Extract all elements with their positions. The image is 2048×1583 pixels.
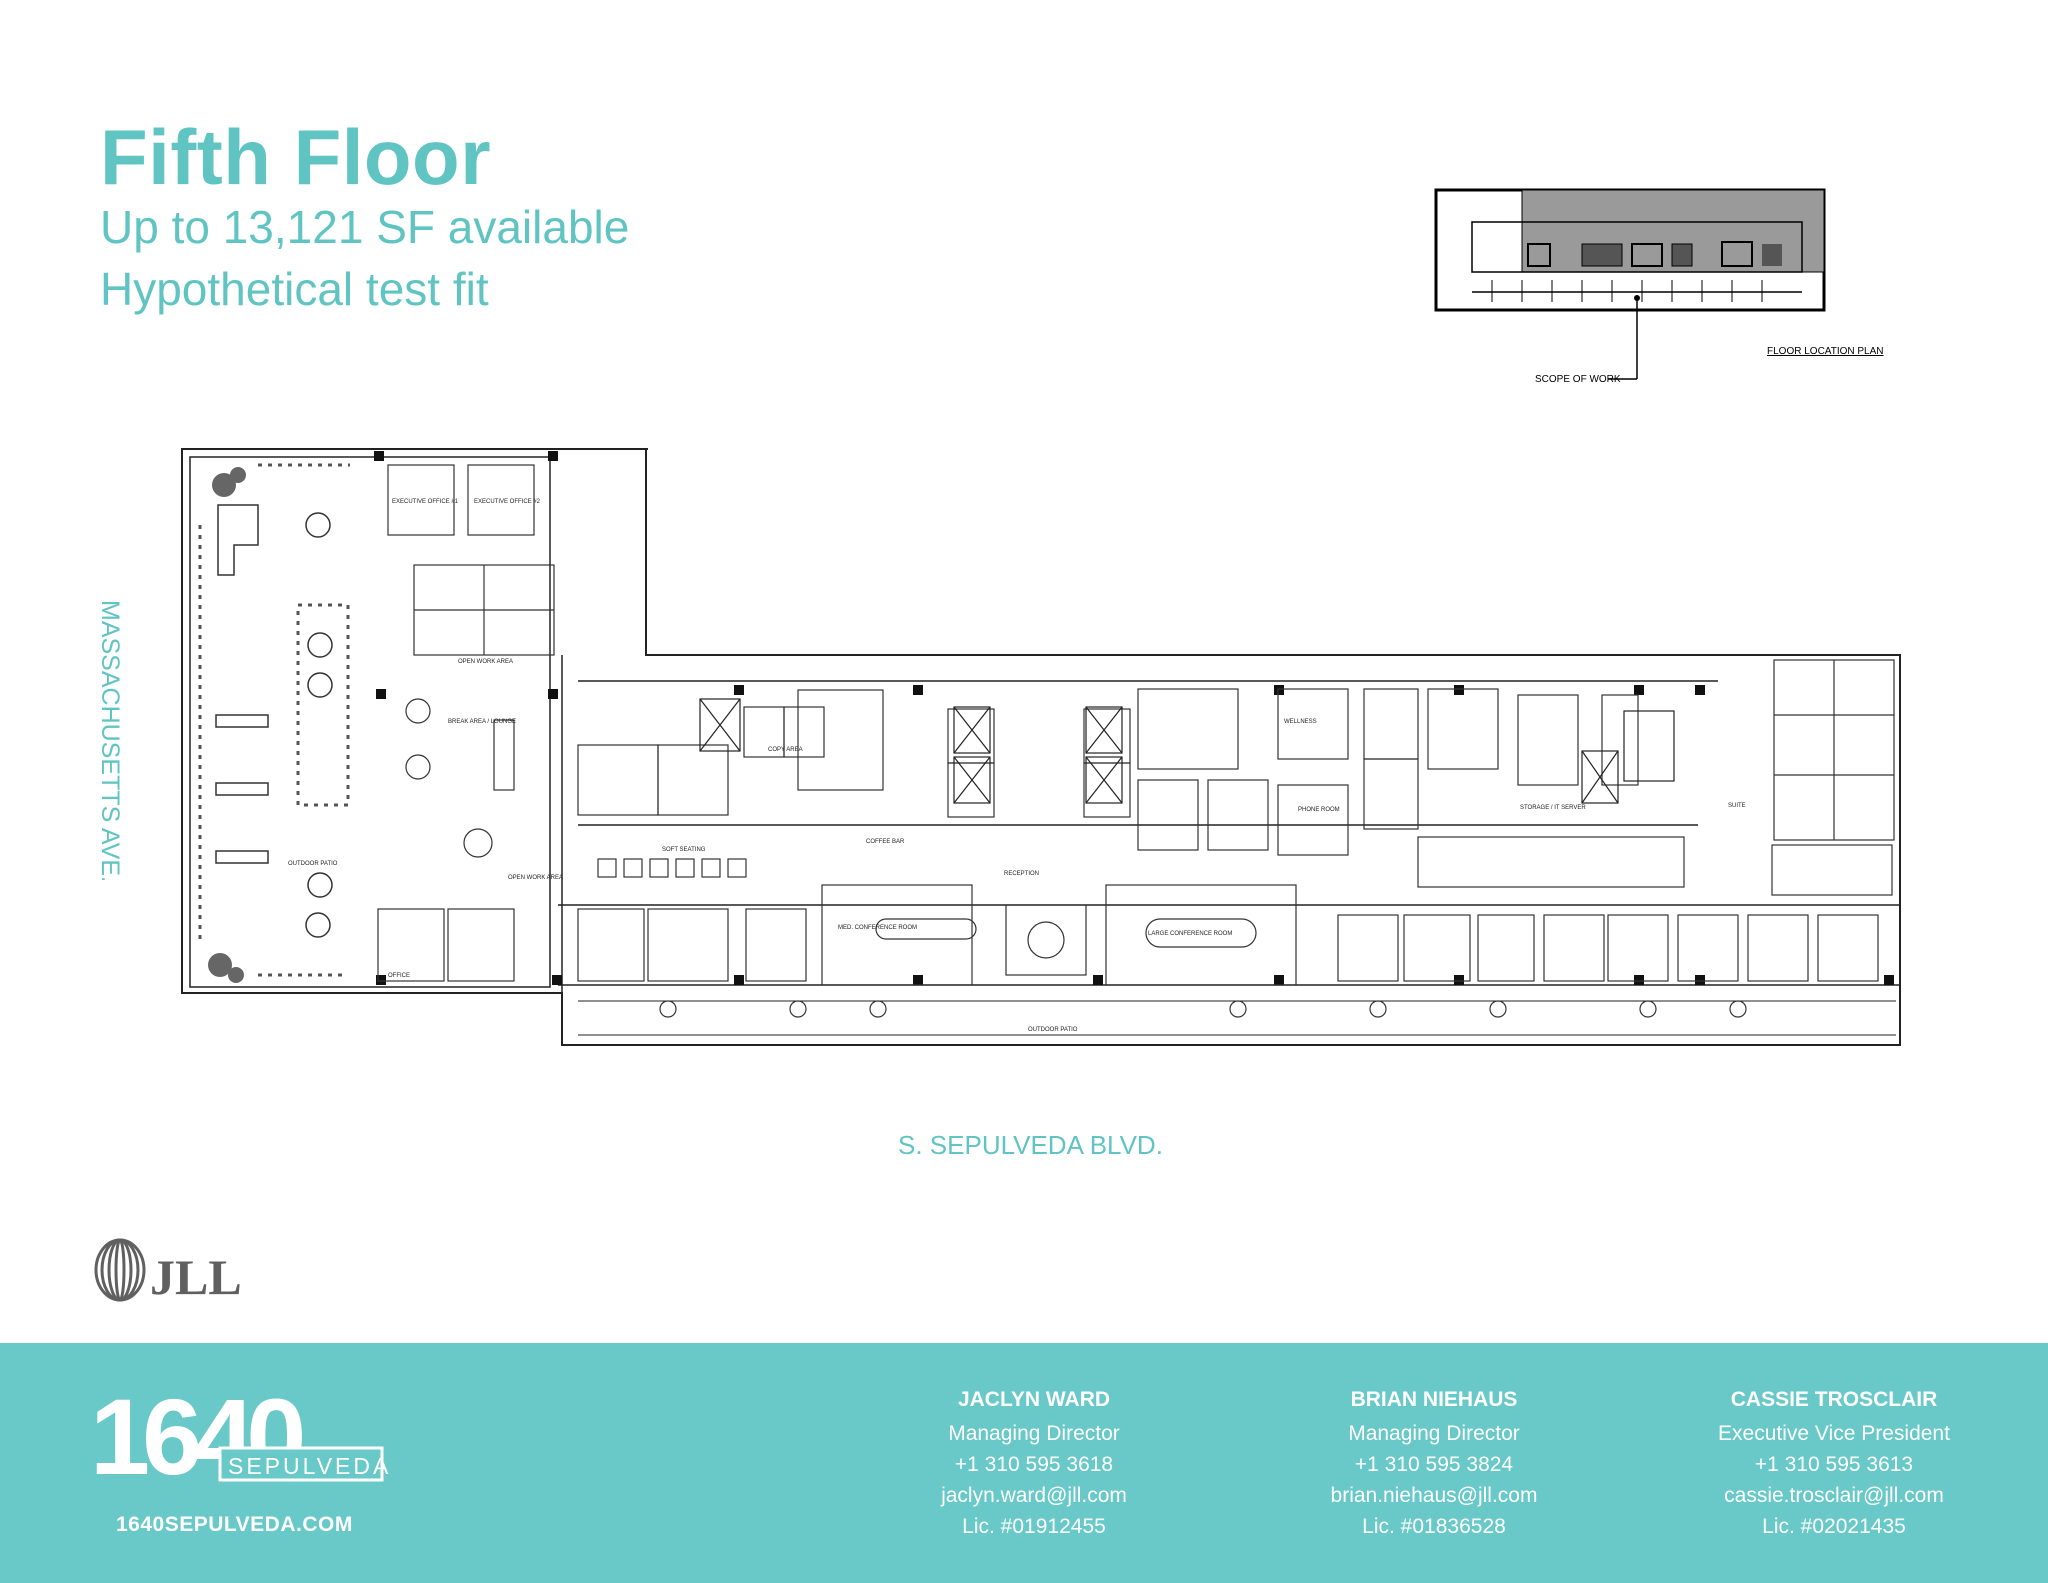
label-storage: STORAGE / IT SERVER [1520,805,1586,811]
massachusetts-ave-label: MASSACHUSETTS AVE. [96,600,124,880]
website-link[interactable]: 1640SEPULVEDA.COM [116,1513,353,1536]
contact-phone[interactable]: +1 310 595 3824 [1354,1453,1514,1476]
label-open-work-2: OPEN WORK AREA [508,875,563,881]
label-large-conference: LARGE CONFERENCE ROOM [1148,931,1232,937]
contact-license: Lic. #01836528 [1362,1515,1506,1538]
floor-plan: EXECUTIVE OFFICE #1 EXECUTIVE OFFICE #2 … [181,448,1901,1046]
contact-title: Managing Director [948,1422,1120,1445]
label-suite: SUITE [1728,803,1746,809]
label-exec-office-1: EXECUTIVE OFFICE #1 [392,499,459,505]
label-outdoor-patio-west: OUTDOOR PATIO [288,861,338,867]
contact-title: Executive Vice President [1718,1422,1950,1445]
floor-location-plan-label: FLOOR LOCATION PLAN [1767,346,1884,357]
contact-card: BRIAN NIEHAUS Managing Director +1 310 5… [1284,1388,1584,1542]
brand-word: SEPULVEDA [228,1453,390,1479]
contact-name: BRIAN NIEHAUS [1350,1388,1518,1411]
street-left-text: MASSACHUSETTS AVE. [96,600,124,880]
jll-logo: JLL [94,1238,242,1305]
contact-title: Managing Director [1348,1422,1520,1445]
street-bottom-text: S. SEPULVEDA BLVD. [898,1130,1163,1160]
label-wellness: WELLNESS [1284,719,1317,725]
contact-license: Lic. #02021435 [1762,1515,1906,1538]
label-open-work-1: OPEN WORK AREA [458,659,513,665]
contact-email[interactable]: cassie.trosclair@jll.com [1724,1484,1944,1507]
contact-name: CASSIE TROSCLAIR [1730,1388,1938,1411]
label-break-area: BREAK AREA / LOUNGE [448,719,516,725]
label-office: OFFICE [388,973,410,979]
contact-license: Lic. #01912455 [962,1515,1106,1538]
page-title: Fifth Floor [100,113,492,201]
contact-name: JACLYN WARD [957,1388,1111,1411]
label-phone-room: PHONE ROOM [1298,807,1340,813]
jll-logo-text: JLL [150,1249,242,1305]
contact-card: JACLYN WARD Managing Director +1 310 595… [884,1388,1184,1542]
contact-email[interactable]: jaclyn.ward@jll.com [941,1484,1127,1507]
label-med-conference: MED. CONFERENCE ROOM [838,925,917,931]
test-fit-subtitle: Hypothetical test fit [100,263,489,315]
contact-phone[interactable]: +1 310 595 3618 [954,1453,1114,1476]
scope-of-work-label: SCOPE OF WORK [1535,374,1621,382]
label-exec-office-2: EXECUTIVE OFFICE #2 [474,499,541,505]
contact-phone[interactable]: +1 310 595 3613 [1754,1453,1914,1476]
contact-email[interactable]: brian.niehaus@jll.com [1330,1484,1538,1507]
1640-sepulveda-logo: 1640 SEPULVEDA [90,1386,390,1486]
contact-card: CASSIE TROSCLAIR Executive Vice Presiden… [1684,1388,1984,1542]
availability-subtitle: Up to 13,121 SF available [100,201,630,253]
floor-location-plan: SCOPE OF WORK FLOOR LOCATION PLAN [1434,188,1884,382]
label-coffee-bar: COFFEE BAR [866,839,905,845]
label-reception: RECEPTION [1004,871,1039,877]
label-outdoor-patio-south: OUTDOOR PATIO [1028,1027,1078,1033]
label-copy-area: COPY AREA [768,747,803,753]
label-soft-seating: SOFT SEATING [662,847,706,853]
